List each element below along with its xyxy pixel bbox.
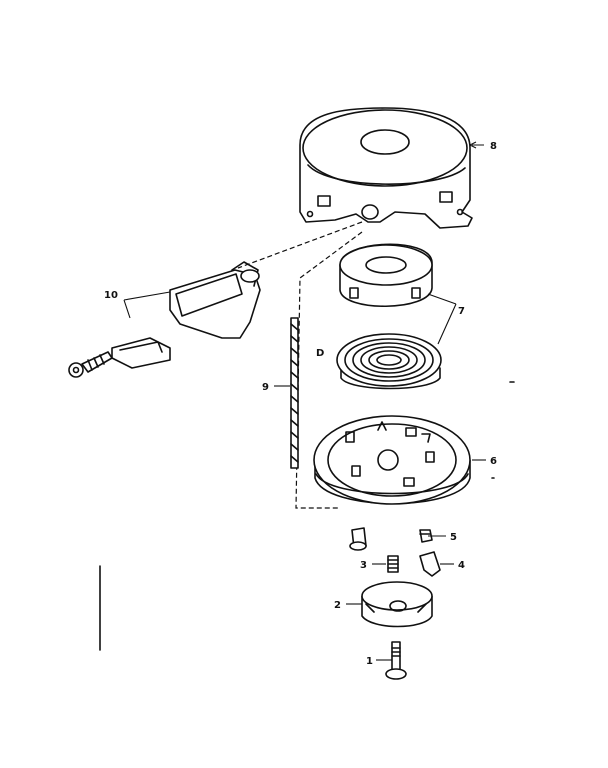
part-2-cup-retainer (361, 581, 433, 628)
part-3-pawl-spring (387, 555, 399, 573)
callout-2: 2 (334, 600, 341, 611)
callout-5: 5 (450, 532, 457, 543)
part-10-starter-handle (169, 261, 261, 339)
callout-1: 1 (366, 656, 373, 667)
part-1-center-bolt (385, 641, 407, 680)
callout-leaders (123, 141, 486, 661)
part-4-pawl (419, 551, 441, 577)
part-10-handle-clip (111, 337, 171, 369)
callout-9: 9 (262, 382, 269, 393)
part-7-rewind-spring (336, 333, 442, 390)
part-6-rope-pulley (313, 415, 471, 505)
part-7-spring-keeper (339, 243, 433, 308)
part-callouts: 8 10 7 9 6 5 4 3 2 1 D (104, 141, 497, 667)
callout-6: 6 (490, 456, 497, 467)
retainer-pin (349, 527, 367, 551)
callout-8: 8 (490, 141, 497, 152)
callout-4: 4 (458, 560, 465, 571)
stray-mark: D (316, 348, 324, 359)
callout-3: 3 (360, 560, 367, 571)
callout-10: 10 (104, 290, 118, 301)
part-5-retainer-screw (419, 529, 433, 543)
callout-7: 7 (458, 306, 465, 317)
scan-artifacts (99, 381, 515, 651)
handle-screw (68, 351, 113, 378)
part-8-starter-housing (299, 107, 473, 229)
part-9-starter-rope (290, 317, 299, 469)
